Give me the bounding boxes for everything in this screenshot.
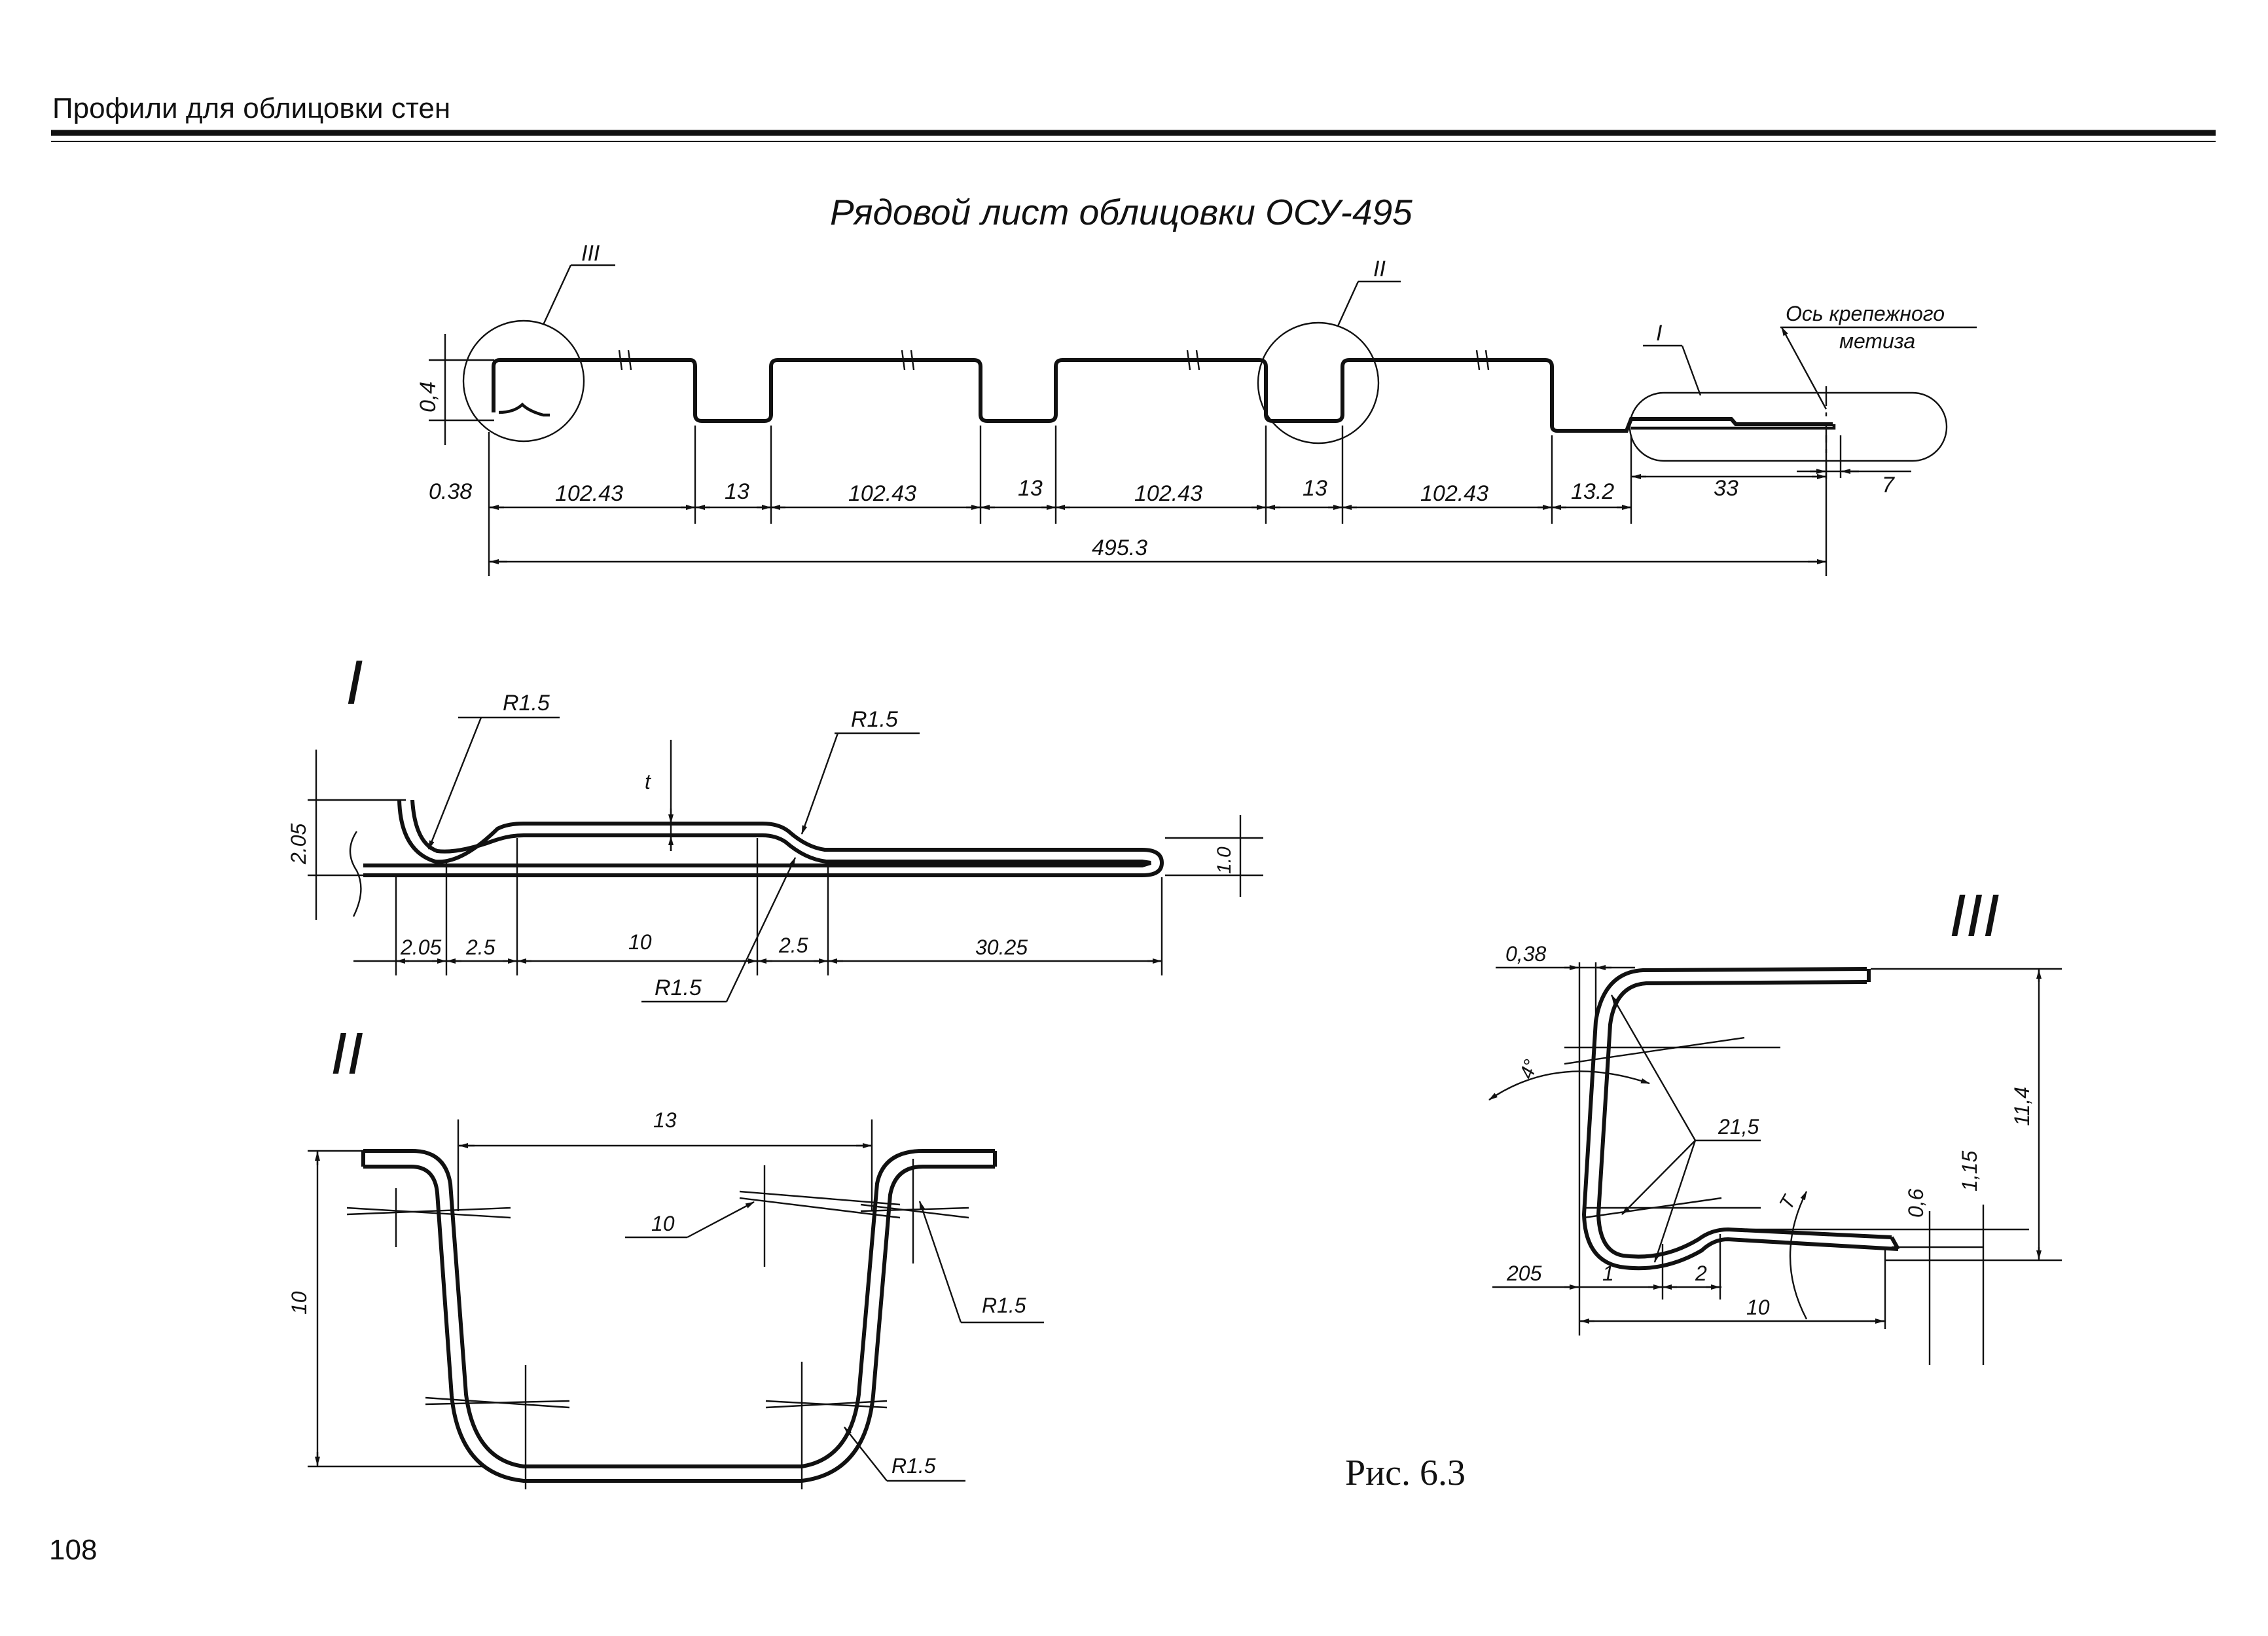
detail-ii-circle xyxy=(1257,321,1380,445)
detail-i-r1-leader xyxy=(427,717,482,850)
fastener-axis-label-2: метиза xyxy=(1839,329,1915,353)
detail-ii-leader xyxy=(1337,281,1359,327)
detail-i-outline xyxy=(1629,391,1948,462)
detail-i-dim: 2.05 xyxy=(400,936,441,959)
sheet-edge-curl xyxy=(498,402,550,417)
detail-i-profile-top xyxy=(363,799,1164,877)
detail-i-callout: I xyxy=(1656,321,1663,346)
detail-iii-dim-115-label: 1,15 xyxy=(1958,1151,1981,1191)
figure-caption: Рис. 6.3 xyxy=(1345,1453,1466,1493)
dim-chain-labels: 0.38 102.43 13 102.43 13 102.43 13 102.4… xyxy=(429,473,1895,506)
detail-i-label: I xyxy=(346,647,363,718)
detail-i-dim: 30.25 xyxy=(975,936,1028,959)
detail-iii-dim-114-label: 11,4 xyxy=(2010,1087,2034,1126)
dim-label: 102.43 xyxy=(848,481,916,506)
detail-iii-dim-2-label: 2 xyxy=(1695,1262,1707,1285)
dim-label: 7 xyxy=(1882,473,1895,498)
detail-i-height-label: 2.05 xyxy=(287,824,310,865)
detail-ii-angle-leader xyxy=(687,1201,755,1239)
sheet-hem-underside xyxy=(1631,424,1836,430)
detail-iii-top-label: 0,38 xyxy=(1505,942,1546,966)
detail-i-dim: 10 xyxy=(628,930,652,954)
detail-iii-dim-10-label: 10 xyxy=(1746,1296,1770,1319)
detail-ii-r1-leader xyxy=(918,1201,962,1323)
detail-i-r2-leader xyxy=(801,733,839,835)
detail-ii: II 13 10 xyxy=(287,1021,1044,1489)
detail-ii-r2-leader xyxy=(844,1427,888,1481)
detail-ii-callout: II xyxy=(1373,257,1386,282)
main-title: Рядовой лист облицовки ОСУ-495 xyxy=(830,192,1413,232)
section-title: Профили для облицовки стен xyxy=(52,92,450,124)
detail-i-gap-label: 1.0 xyxy=(1214,846,1235,874)
dim-label: 13 xyxy=(1303,476,1327,501)
detail-iii-t-arc xyxy=(1789,1191,1808,1320)
dim-label: 102.43 xyxy=(1420,481,1488,506)
detail-i-t-label: t xyxy=(645,770,651,793)
detail-iii-angle-arc xyxy=(1488,1070,1650,1100)
page-number: 108 xyxy=(49,1534,97,1566)
detail-i-break-left xyxy=(349,831,362,917)
detail-iii-radius-leader-3 xyxy=(1653,1140,1697,1263)
detail-ii-r2-label: R1.5 xyxy=(891,1454,936,1478)
detail-i-r3-leader xyxy=(725,857,797,1002)
detail-iii-dim-205-label: 205 xyxy=(1506,1262,1542,1285)
detail-i-dim: 2.5 xyxy=(778,934,808,957)
dim-label: 102.43 xyxy=(1134,481,1202,506)
detail-iii-t-label: T xyxy=(1775,1191,1801,1214)
detail-ii-r1-label: R1.5 xyxy=(982,1294,1026,1317)
detail-i-r3-label: R1.5 xyxy=(655,975,702,1000)
detail-iii-dim-1-label: 1 xyxy=(1602,1262,1614,1285)
dim-label: 0.38 xyxy=(429,479,472,504)
detail-i-r2-label: R1.5 xyxy=(851,707,898,732)
detail-i-leader xyxy=(1681,345,1702,396)
detail-ii-height-label: 10 xyxy=(287,1291,311,1315)
detail-iii-profile-outer xyxy=(1581,967,1899,1271)
detail-i-profile-bottom xyxy=(363,799,1151,867)
height-dim-label: 0,4 xyxy=(416,382,441,412)
detail-iii-radius-label: 21,5 xyxy=(1718,1115,1759,1138)
detail-iii-label: III xyxy=(1949,882,2000,949)
sheet-profile-line xyxy=(492,358,1833,433)
dim-label: 102.43 xyxy=(555,481,623,506)
detail-iii-callout: III xyxy=(581,241,600,266)
detail-ii-angle-label: 10 xyxy=(651,1212,675,1235)
detail-ii-profile-inner xyxy=(363,1165,995,1483)
detail-iii-angle-label: 4° xyxy=(1516,1057,1543,1082)
detail-iii-radius-leader-2 xyxy=(1621,1140,1696,1215)
break-marks xyxy=(618,350,1490,371)
dim-label: 13.2 xyxy=(1571,479,1614,504)
main-profile-drawing: Рядовой лист облицовки ОСУ-495 III II I … xyxy=(416,192,1977,576)
fastener-axis-leader xyxy=(1780,327,1827,410)
fastener-axis-label-1: Ось крепежного xyxy=(1786,302,1945,325)
overall-dim-label: 495.3 xyxy=(1092,536,1147,560)
detail-i: I R1.5 R1.5 R1.5 t 2.05 1.0 xyxy=(287,647,1263,1003)
detail-iii-leader xyxy=(542,264,572,325)
detail-iii: III 0,38 4° 21,5 T xyxy=(1488,882,2062,1365)
detail-iii-radius-leader-1 xyxy=(1610,994,1697,1141)
page-header: Профили для облицовки стен xyxy=(51,92,2216,142)
detail-iii-dim-06-label: 0,6 xyxy=(1904,1188,1928,1218)
detail-ii-construction-lines xyxy=(346,1159,969,1489)
detail-i-r1-label: R1.5 xyxy=(503,691,550,716)
detail-iii-circle xyxy=(462,319,585,443)
detail-i-dim: 2.5 xyxy=(465,936,495,959)
detail-ii-label: II xyxy=(331,1021,363,1087)
dim-label: 33 xyxy=(1714,476,1738,501)
dim-label: 13 xyxy=(725,479,749,504)
dim-label: 13 xyxy=(1018,476,1043,501)
detail-ii-width-label: 13 xyxy=(653,1108,677,1132)
